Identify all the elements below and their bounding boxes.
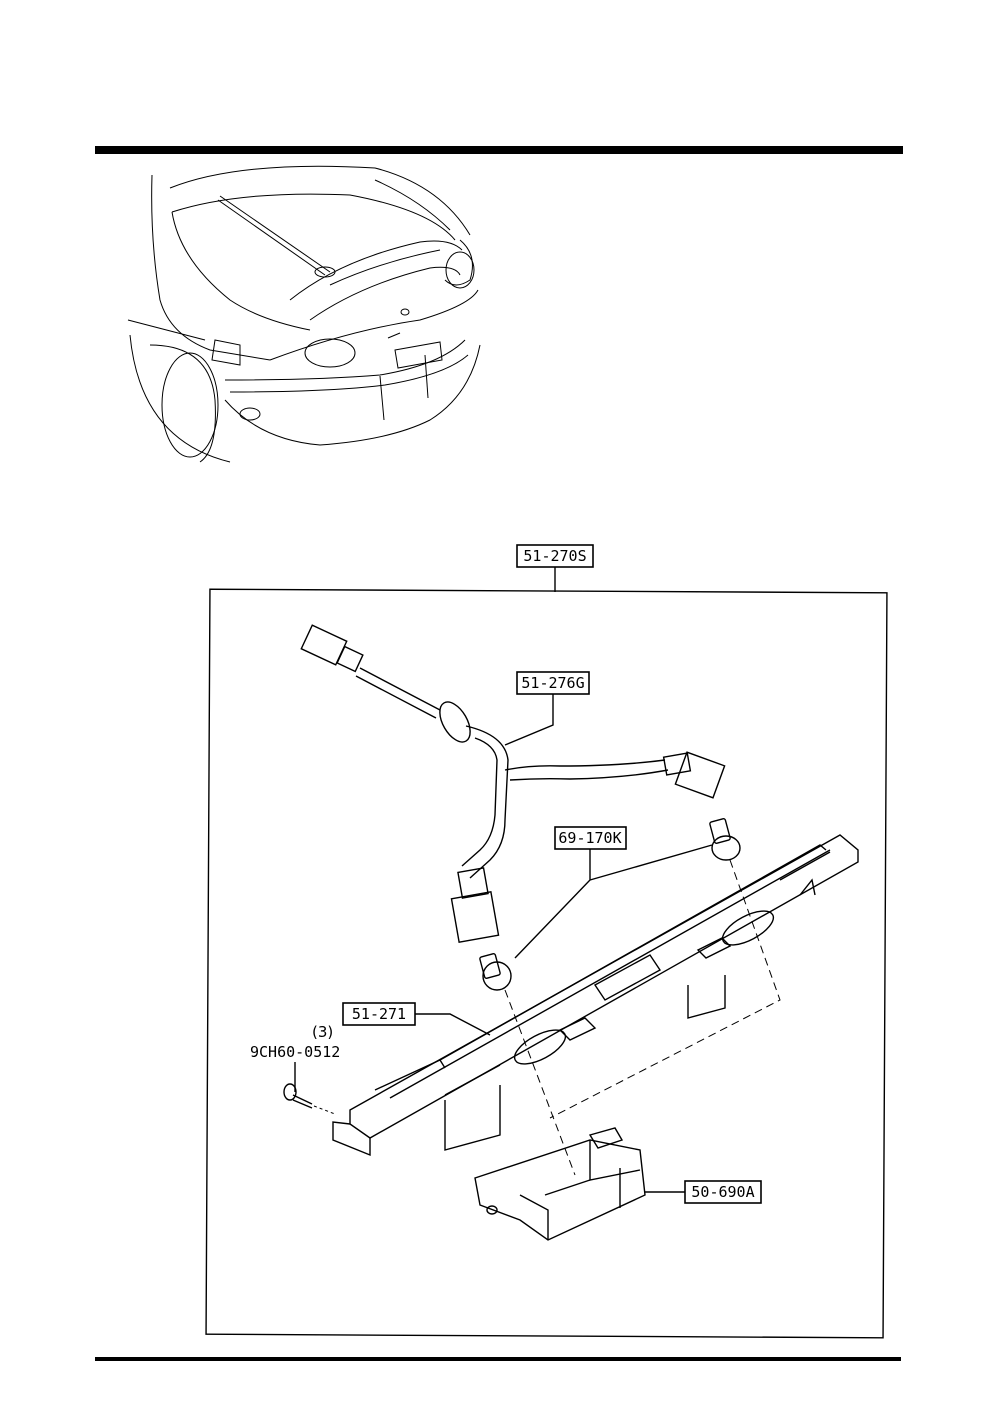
bulbs xyxy=(479,818,741,991)
assembly-frame xyxy=(205,588,888,1339)
cover-callout: 50-690A xyxy=(645,1180,762,1204)
bracket-callout: 51-271 xyxy=(342,1002,491,1036)
car-rear-view xyxy=(127,165,481,463)
alignment-lines xyxy=(504,859,781,1176)
screw-quantity: (3) xyxy=(312,1023,333,1041)
lamp-bracket xyxy=(332,834,859,1157)
bulb-callout: 69-170K xyxy=(514,826,713,959)
bulb-part-number: 69-170K xyxy=(558,829,621,847)
lamp-cover xyxy=(474,1127,646,1241)
assembly-callout: 51-270S xyxy=(516,544,594,592)
wiring-harness xyxy=(300,624,726,943)
bracket-part-number: 51-271 xyxy=(352,1005,406,1023)
harness-callout: 51-276G xyxy=(504,671,590,746)
screw-part-number: 9CH60-0512 xyxy=(250,1043,340,1061)
screw: (3) 9CH60-0512 xyxy=(250,1023,340,1115)
bottom-rule xyxy=(95,1357,901,1361)
harness-part-number: 51-276G xyxy=(521,674,584,692)
cover-part-number: 50-690A xyxy=(691,1183,754,1201)
top-rule xyxy=(95,146,903,154)
assembly-part-number: 51-270S xyxy=(523,547,586,565)
